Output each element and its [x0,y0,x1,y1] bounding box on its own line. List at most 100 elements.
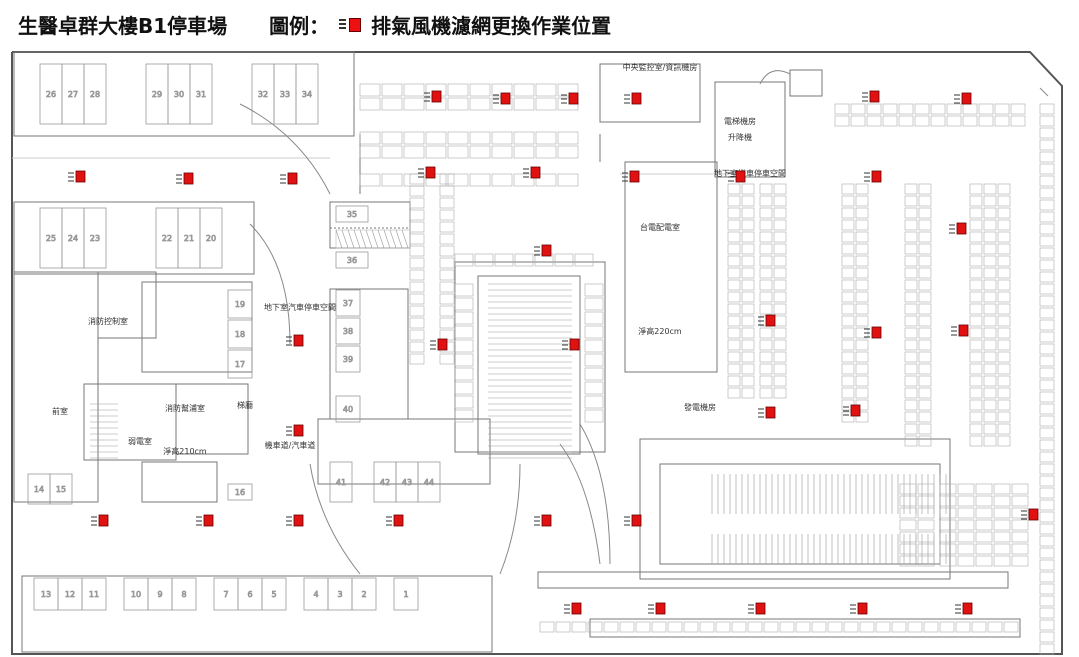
bay-cell [957,495,975,507]
bay-cell [975,543,993,555]
bay-cell [469,131,491,145]
bay-cell [409,293,425,305]
bay-cell [513,173,535,187]
parking-stall [335,395,361,423]
bay-cell [997,375,1011,387]
exhaust-fan-marker [68,170,86,183]
bay-cell [557,173,579,187]
bay-cell [855,267,869,279]
bay-cell [983,399,997,411]
bay-cell [975,507,993,519]
bay-cell [773,195,787,207]
stall-number: 37 [343,299,353,308]
stall-number: 40 [343,405,353,414]
bay-cell [439,221,455,233]
bay-cell [983,351,997,363]
stall-number: 39 [343,355,353,364]
bay-cell [918,423,932,435]
bay-cell [859,621,875,633]
bay-cell [403,83,425,97]
bay-cell [914,103,930,115]
bay-cell [727,183,741,195]
bay-cell [1039,151,1055,163]
exhaust-fan-marker [386,514,404,527]
bay-cell [850,115,866,127]
bay-cell [918,411,932,423]
exhaust-fan-marker [493,92,511,105]
stall-number: 24 [68,234,78,243]
bay-cell [997,255,1011,267]
parking-stall [335,205,369,223]
bay-cell [741,219,755,231]
bay-cell [1039,475,1055,487]
bay-cell [969,243,983,255]
bay-cell [882,103,898,115]
parking-stall [261,577,287,611]
bay-cell [904,219,918,231]
bay-cell [584,283,604,297]
room-label: 淨高220cm [638,326,682,336]
bay-cell [855,207,869,219]
bay-cell [359,145,381,159]
stall-number: 33 [280,90,290,99]
bay-cell [409,233,425,245]
bay-cell [773,351,787,363]
bay-cell [439,233,455,245]
bay-cell [741,375,755,387]
parking-stall [227,289,253,319]
bay-cell [727,207,741,219]
bay-cell [381,97,403,111]
bay-cell [403,145,425,159]
bay-cell [1039,247,1055,259]
bay-cell [917,555,935,567]
bay-cell [439,293,455,305]
bay-cell [1039,403,1055,415]
bay-cell [994,115,1010,127]
bay-cell [699,621,715,633]
exhaust-fan-marker [758,314,776,327]
exhaust-fan-marker [280,172,298,185]
bay-cell [983,375,997,387]
bay-cell [1039,235,1055,247]
bay-cell [439,353,455,365]
bay-cell [381,131,403,145]
bay-cell [918,387,932,399]
bay-cell [773,279,787,291]
bay-cell [454,283,474,297]
bay-cell [997,315,1011,327]
exhaust-fan-marker [176,172,194,185]
bay-cell [969,231,983,243]
bay-cell [899,483,917,495]
stall-number: 2 [361,590,366,599]
bay-cell [918,255,932,267]
bay-cell [1039,295,1055,307]
bay-cell [969,291,983,303]
bay-cell [983,183,997,195]
bay-cell [899,519,917,531]
stall-number: 38 [343,327,353,336]
bay-cell [454,253,474,267]
bay-cell [619,621,635,633]
bay-cell [409,305,425,317]
bay-cell [454,297,474,311]
bay-cell [834,103,850,115]
bay-cell [535,97,557,111]
bay-cell [899,555,917,567]
stall-number: 16 [235,488,245,497]
exhaust-fan-marker [843,404,861,417]
stall-number: 3 [337,590,342,599]
bay-cell [918,183,932,195]
bay-cell [727,315,741,327]
bay-cell [841,375,855,387]
bay-cell [841,303,855,315]
bay-cell [904,327,918,339]
bay-cell [855,387,869,399]
bay-cell [1039,487,1055,499]
stall-number: 22 [162,234,172,243]
bay-cell [1039,211,1055,223]
parking-stall [295,63,319,125]
stall-number: 7 [223,590,228,599]
bay-cell [904,207,918,219]
bay-cell [439,329,455,341]
bay-cell [918,399,932,411]
